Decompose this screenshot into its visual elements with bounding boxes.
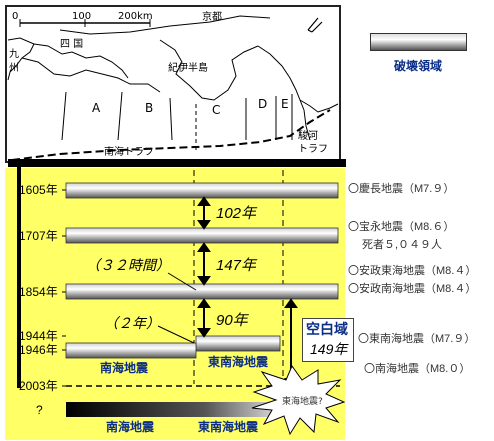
- gap-title: 空白域: [306, 322, 348, 338]
- years-note: （２年）: [104, 315, 160, 331]
- year-1944: 1944年: [19, 329, 58, 343]
- rupture-bar-1944: [195, 335, 281, 352]
- scale-label-0: 0: [12, 11, 19, 22]
- region-b: B: [145, 101, 154, 115]
- interval-147: 147年: [216, 257, 257, 274]
- rupture-bar-1946: [65, 342, 197, 359]
- quake-ansei-nankai: 〇安政南海地震（M8.４）: [348, 283, 477, 295]
- rupture-bar-1605: [65, 182, 339, 199]
- kyushu-label-1: 九: [9, 49, 19, 60]
- segment-nankai-future: 南海地震: [106, 420, 155, 434]
- suruga-label-2: トラフ: [298, 144, 328, 155]
- interval-90: 90年: [216, 312, 248, 329]
- region-d: D: [258, 97, 268, 111]
- suruga-label-1: 駿河: [298, 131, 318, 142]
- tokai-question-label: 東海地震?: [282, 397, 323, 407]
- quake-nankai: 〇南海地震（M8.０）: [364, 363, 471, 375]
- year-1854: 1854年: [19, 285, 58, 299]
- rupture-bar-1707: [65, 227, 339, 244]
- region-e: E: [281, 97, 289, 111]
- year-1946: 1946年: [19, 343, 58, 357]
- kyushu-label-2: 州: [9, 63, 19, 74]
- map-panel: [5, 5, 341, 163]
- nankai-trough-label: 南海トラフ: [104, 147, 154, 158]
- region-a: A: [92, 101, 101, 115]
- year-2003: 2003年: [19, 379, 58, 393]
- quake-hoei-deaths: 死者５,０４９人: [362, 239, 443, 251]
- scale-label-200: 200km: [118, 11, 153, 22]
- segment-tonankai-future: 東南海地震: [198, 420, 259, 434]
- rupture-bar-future: [66, 402, 298, 417]
- quake-keicho: 〇慶長地震（M7.９）: [348, 183, 455, 195]
- segment-nankai-1946: 南海地震: [100, 361, 149, 375]
- quake-hoei: 〇宝永地震（M8.６）: [348, 221, 455, 233]
- rupture-bar-1854: [65, 283, 339, 300]
- gap-box: [302, 318, 354, 362]
- kyoto-label: 京都: [202, 12, 222, 23]
- segment-tonankai-1944: 東南海地震: [208, 355, 269, 369]
- legend-swatch: [370, 33, 467, 51]
- kii-label: 紀伊半島: [168, 63, 208, 74]
- quake-ansei-tokai: 〇安政東海地震（M8.４）: [348, 265, 477, 277]
- year-1707: 1707年: [19, 229, 58, 243]
- region-c: C: [212, 103, 221, 117]
- year-unknown: ?: [36, 403, 43, 417]
- hours-note: （３２時間）: [86, 257, 170, 273]
- interval-102: 102年: [216, 205, 257, 222]
- scale-label-100: 100: [72, 11, 92, 22]
- legend-label: 破壊領域: [394, 59, 443, 73]
- year-1605: 1605年: [19, 183, 58, 197]
- shikoku-label: 四 国: [60, 39, 84, 50]
- gap-years: 149年: [310, 341, 348, 357]
- quake-tonankai: 〇東南海地震（M7.９）: [358, 333, 476, 345]
